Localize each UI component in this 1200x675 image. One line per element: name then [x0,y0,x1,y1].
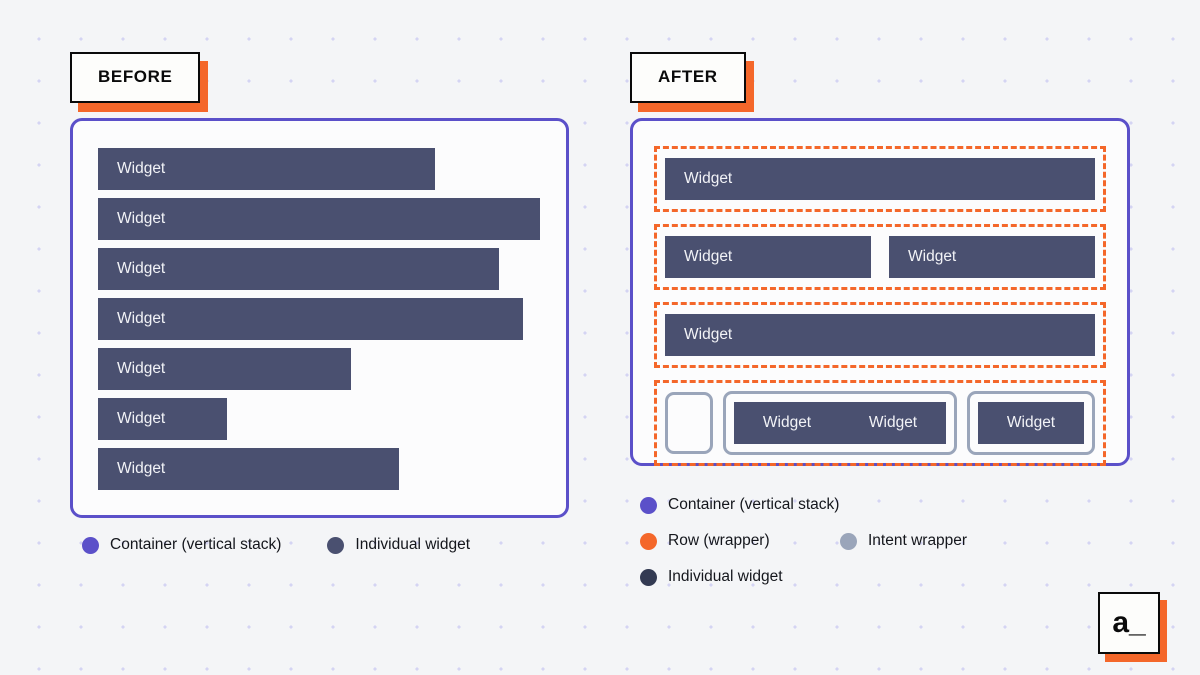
before-tag-label: BEFORE [98,67,173,86]
after-widget[interactable]: Widget [734,402,840,444]
legend-color-dot [82,536,99,554]
legend-label: Individual widget [668,568,783,585]
legend-color-dot [327,536,345,554]
after-widget[interactable]: Widget [665,158,1095,200]
widget-label: Widget [908,248,957,265]
before-widget[interactable]: Widget [98,448,399,490]
after-widget[interactable]: Widget [889,236,1095,278]
after-row-wrapper[interactable]: Widget Widget [654,224,1106,290]
before-tag: BEFORE [70,52,209,112]
brand-logo: a_ [1098,592,1167,662]
before-widget[interactable]: Widget [98,198,540,240]
intent-wrapper[interactable] [665,392,713,454]
widget-label: Widget [117,310,166,327]
before-widget[interactable]: Widget [98,298,523,340]
before-widget[interactable]: Widget [98,148,435,190]
widget-label: Widget [117,160,166,177]
legend-item: Intent wrapper [840,532,1030,550]
widget-label: Widget [762,414,812,431]
widget-label: Widget [684,170,733,187]
before-widget[interactable]: Widget [98,248,499,290]
legend-label: Container (vertical stack) [668,496,840,513]
intent-wrapper[interactable]: Widget Widget [723,391,957,455]
after-widget[interactable]: Widget [665,236,871,278]
widget-label: Widget [117,460,166,477]
legend-item: Individual widget [327,536,470,554]
after-legend: Container (vertical stack) Row (wrapper) I… [640,496,1110,586]
legend-label: Intent wrapper [868,532,968,549]
intent-wrapper[interactable]: Widget [967,391,1095,455]
widget-label: Widget [684,248,733,265]
after-row-wrapper[interactable]: Widget [654,302,1106,368]
widget-label: Widget [117,360,166,377]
legend-label: Individual widget [355,536,471,553]
legend-color-dot [640,496,657,514]
after-tag-box: AFTER [630,52,746,103]
after-tag-label: AFTER [658,67,718,86]
before-widget[interactable]: Widget [98,398,227,440]
widget-label: Widget [117,260,166,277]
after-widget[interactable]: Widget [665,314,1095,356]
widget-label: Widget [684,326,733,343]
widget-label: Widget [1006,414,1056,431]
brand-logo-text: a_ [1112,606,1146,639]
legend-color-dot [640,532,657,550]
legend-label: Container (vertical stack) [110,536,282,553]
before-legend: Container (vertical stack) Individual wid… [82,536,572,554]
after-widget[interactable]: Widget [840,402,946,444]
before-tag-box: BEFORE [70,52,201,103]
widget-label: Widget [117,410,166,427]
after-row-wrapper[interactable]: Widget [654,146,1106,212]
legend-item: Individual widget [640,568,900,586]
after-tag: AFTER [630,52,754,112]
widget-label: Widget [868,414,918,431]
legend-item: Row (wrapper) [640,532,840,550]
legend-color-dot [840,532,857,550]
widget-label: Widget [117,210,166,227]
legend-color-dot [640,568,657,586]
legend-item: Container (vertical stack) [82,536,281,554]
after-widget[interactable]: Widget [978,402,1084,444]
before-widget[interactable]: Widget [98,348,351,390]
legend-label: Row (wrapper) [668,532,770,549]
after-row-wrapper[interactable]: Widget Widget Widget [654,380,1106,466]
legend-item: Container (vertical stack) [640,496,930,514]
brand-logo-box: a_ [1098,592,1160,654]
